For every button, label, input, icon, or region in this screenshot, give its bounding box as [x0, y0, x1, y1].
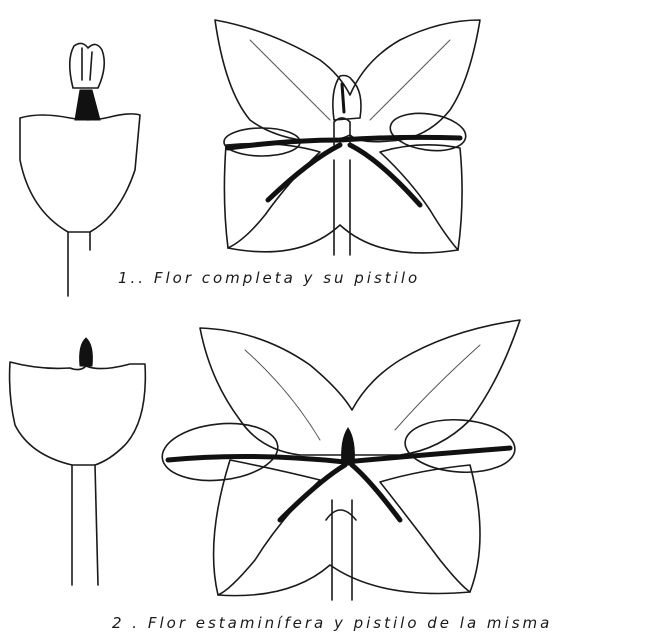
- fig1-lower-petal-edge: [228, 225, 458, 253]
- fig1-stamen-left: [268, 145, 340, 200]
- fig2-lower-petal-edge: [218, 565, 470, 596]
- caption-1: 1.. Flor completa y su pistilo: [118, 269, 420, 287]
- fig2-style: [80, 338, 93, 366]
- fig1-ovary: [20, 114, 140, 232]
- caption-2: 2 . Flor estaminífera y pistilo de la mi…: [112, 614, 552, 632]
- fig2-pistil: [10, 338, 146, 585]
- fig1-pistil: [20, 43, 140, 296]
- fig1-upper-petals: [215, 20, 480, 142]
- fig2-vein-right: [395, 345, 480, 430]
- fig1-stigma: [70, 43, 105, 88]
- fig1-anther-right: [388, 109, 468, 155]
- fig2-upper-petals: [200, 320, 520, 455]
- fig1-vein-left: [250, 40, 330, 120]
- fig1-stem: [334, 160, 350, 255]
- fig1-stigma-groove: [342, 84, 344, 112]
- fig1-stamen-right: [350, 145, 420, 205]
- fig1-flower: [215, 20, 480, 255]
- fig1-stigma-lobes: [82, 48, 92, 80]
- fig2-lower-petal-right: [380, 465, 480, 592]
- fig2-center-pistil: [342, 428, 355, 465]
- fig2-stamen-right: [352, 465, 400, 520]
- fig2-lower-petal-left: [214, 460, 320, 595]
- fig2-anther-left: [159, 418, 280, 486]
- fig1-style: [75, 90, 100, 120]
- fig1-lower-petal-right: [380, 145, 462, 250]
- fig1-stamen-bar: [228, 137, 460, 148]
- fig2-ovary: [10, 362, 146, 465]
- fig2-stalk-right: [95, 465, 98, 585]
- fig2-stem: [332, 500, 352, 600]
- fig2-flower: [159, 320, 520, 600]
